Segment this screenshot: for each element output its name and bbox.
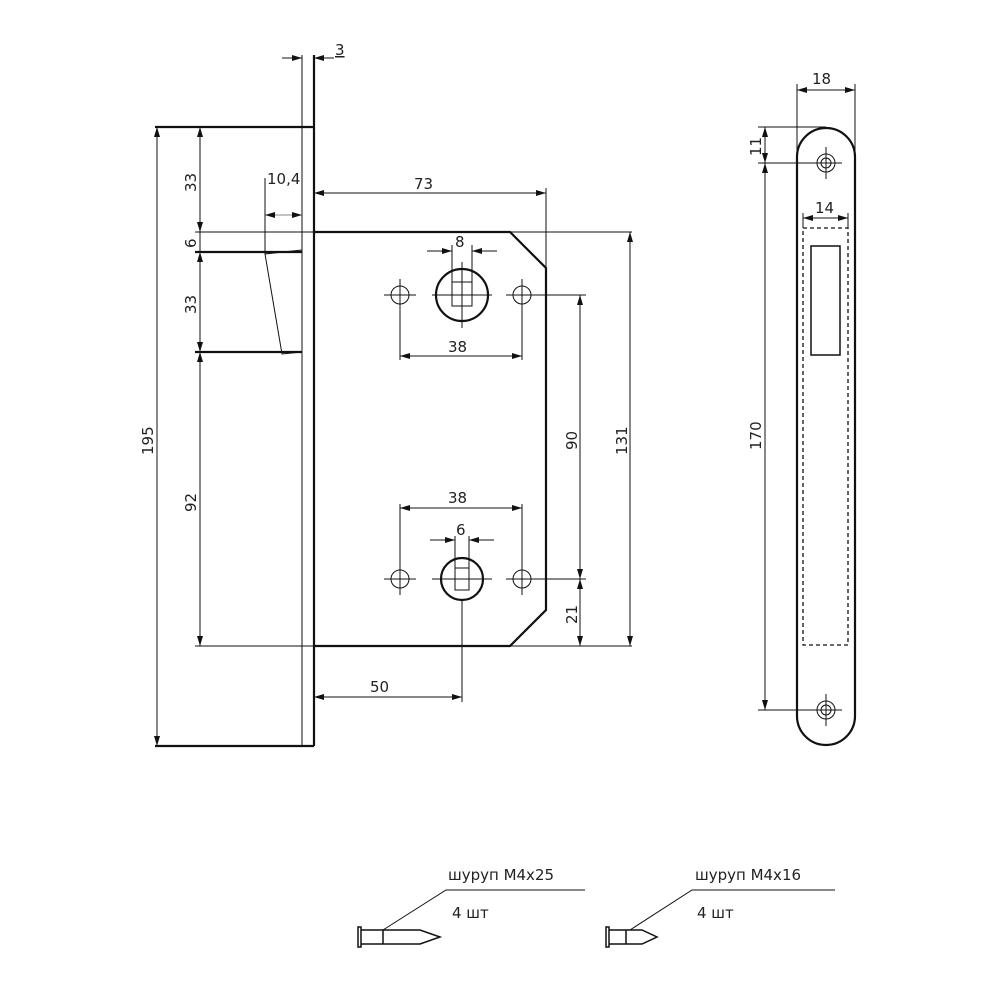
strike-plate (795, 126, 857, 747)
dim-131: 131 (613, 426, 631, 455)
dim-38-bottom: 38 (448, 489, 467, 507)
dim-33-latch: 33 (182, 295, 200, 314)
dim-21: 21 (563, 605, 581, 624)
dim-8: 8 (455, 233, 465, 251)
dim-195: 195 (139, 426, 157, 455)
dim-3: 3 (335, 41, 345, 59)
dim-10-4: 10,4 (267, 170, 300, 188)
screw-label: шуруп М4х16 (695, 866, 801, 884)
dim-33-top: 33 (182, 173, 200, 192)
strike-dimensions: 18 11 14 170 (747, 70, 856, 711)
dim-73: 73 (414, 175, 433, 193)
dim-170: 170 (747, 421, 765, 450)
dim-18: 18 (812, 70, 831, 88)
latch-bolt (195, 249, 303, 355)
dim-92: 92 (182, 493, 200, 512)
screw-m4x25: шуруп М4х25 4 шт (357, 866, 585, 948)
screw-m4x16: шуруп М4х16 4 шт (605, 866, 835, 948)
spindle-hub (432, 262, 492, 328)
screw-hole (384, 279, 538, 595)
faceplate (155, 55, 316, 748)
dim-11: 11 (747, 137, 765, 156)
dim-90: 90 (563, 431, 581, 450)
screw-qty: 4 шт (452, 904, 489, 922)
screw-qty: 4 шт (697, 904, 734, 922)
dim-6-cylinder: 6 (456, 521, 466, 539)
dim-14: 14 (815, 199, 834, 217)
dim-50: 50 (370, 678, 389, 696)
dimensions: 3 10,4 73 8 38 38 6 195 33 6 3 (139, 41, 633, 746)
dim-38-top: 38 (448, 338, 467, 356)
dim-6-gap: 6 (182, 238, 200, 248)
lock-body (195, 230, 632, 648)
cylinder-hub (432, 556, 492, 602)
screw-label: шуруп М4х25 (448, 866, 554, 884)
